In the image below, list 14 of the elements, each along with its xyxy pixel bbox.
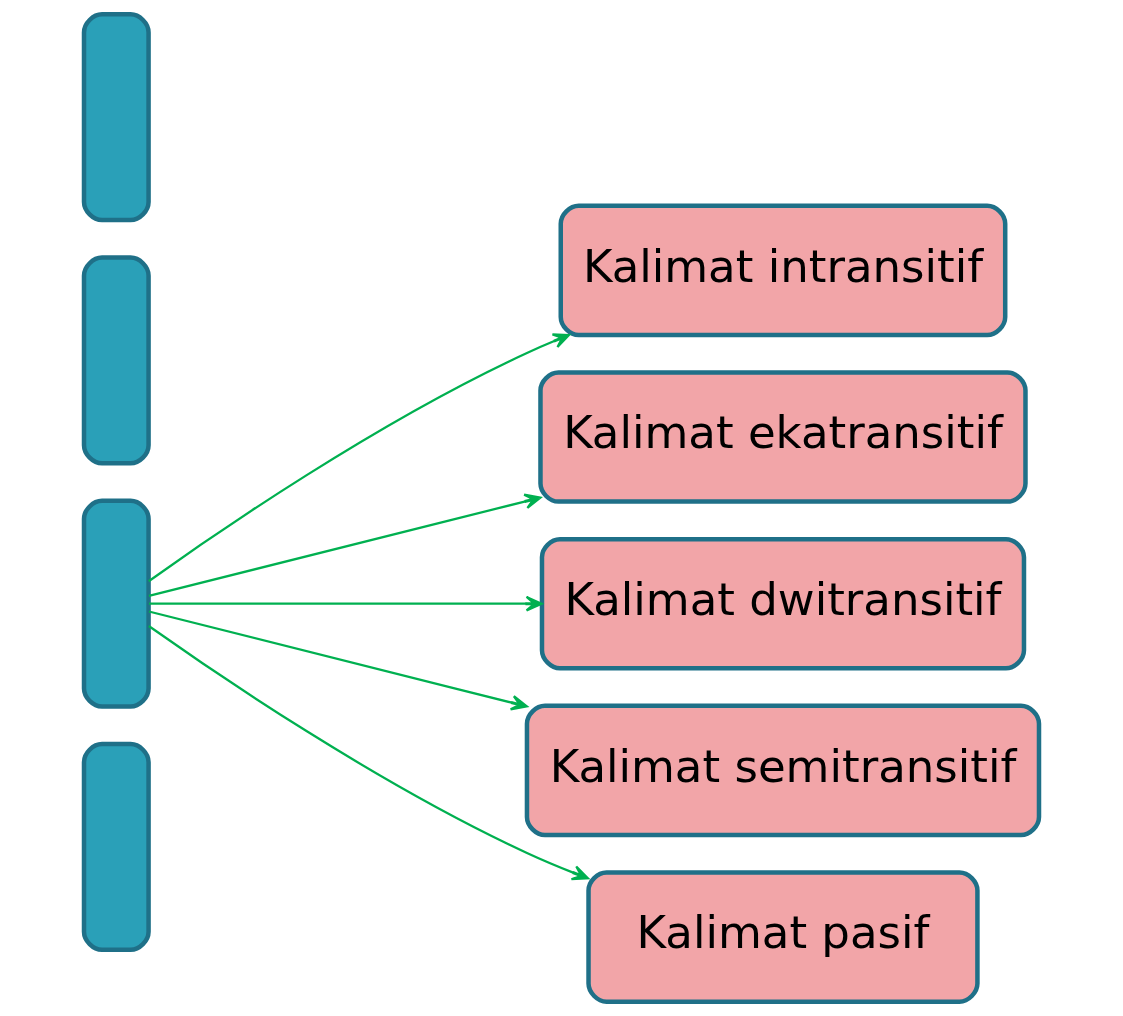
- node-box: Kalimat pasif: [586, 870, 980, 1004]
- node-box: [81, 498, 151, 709]
- node-box: [81, 12, 151, 223]
- node-box: Kalimat dwitransitif: [539, 536, 1027, 671]
- node-box: Kalimat ekatransitif: [538, 370, 1028, 504]
- arrow: [148, 333, 571, 583]
- arrow: [148, 625, 589, 881]
- arrow: [148, 610, 528, 711]
- node-box: Kalimat semitransitif: [524, 703, 1042, 838]
- node-box: [81, 255, 151, 466]
- arrow: [148, 493, 542, 597]
- node-box: Kalimat intransitif: [558, 203, 1008, 338]
- arrow: [148, 595, 543, 612]
- node-box: [81, 741, 151, 953]
